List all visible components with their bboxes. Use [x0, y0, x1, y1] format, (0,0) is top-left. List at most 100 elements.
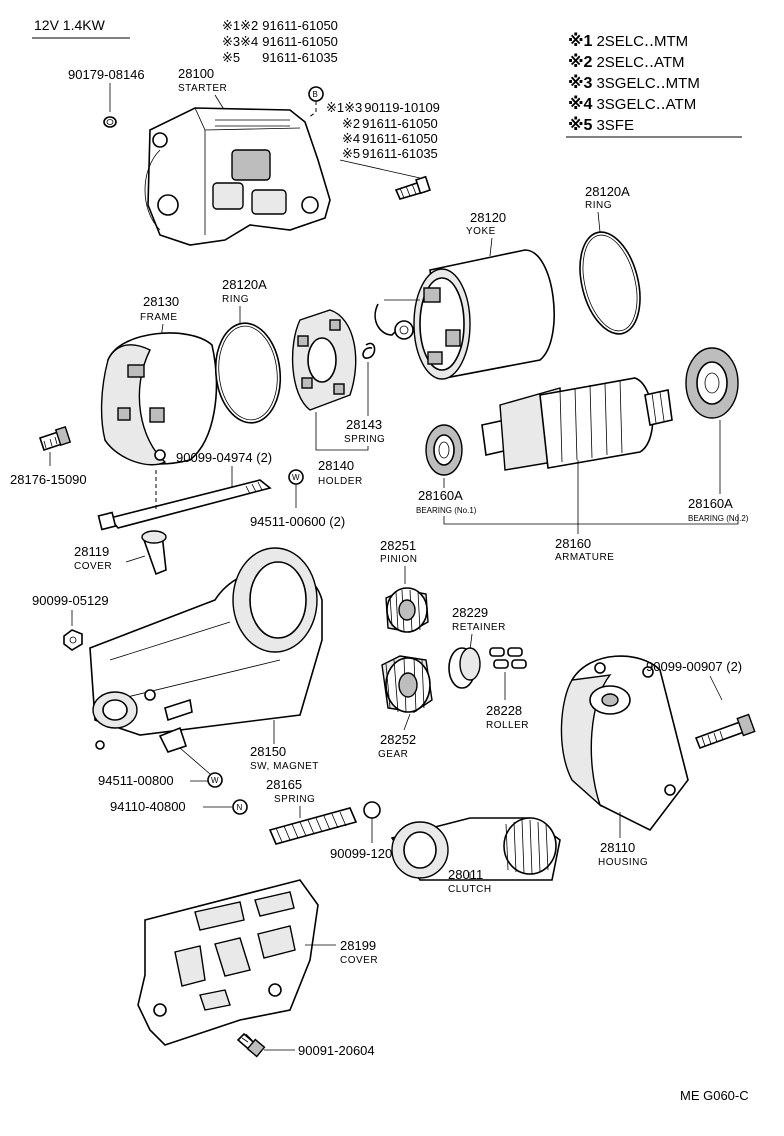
label-28150-name: SW, MAGNET	[250, 761, 319, 772]
label-28011-number: 28011	[448, 867, 483, 882]
housing-part	[560, 655, 689, 832]
leader-28140-bracket	[315, 412, 369, 451]
b-marker-text: B	[313, 90, 318, 99]
label-28160A-right-number: 28160A	[688, 496, 733, 511]
label-28011-name: CLUTCH	[448, 884, 492, 895]
armature-part	[481, 377, 673, 471]
label-94110-40800: 94110-40800	[110, 799, 186, 814]
nut-90099-05129-part	[63, 629, 83, 651]
label-28199-number: 28199	[340, 938, 376, 953]
n-marker-circle	[232, 799, 248, 815]
label-28228-name: ROLLER	[486, 720, 529, 731]
n-marker-text: N	[237, 803, 243, 812]
label-28120A-top-number: 28120A	[585, 184, 630, 199]
rollers-part	[489, 647, 527, 669]
spring-28143-part	[362, 342, 376, 359]
yoke-part	[374, 249, 555, 380]
label-28229-number: 28229	[452, 605, 488, 620]
magnet-switch-part	[89, 547, 323, 753]
label-28140-number: 28140	[318, 458, 354, 473]
label-90099-04974: 90099-04974 (2)	[176, 450, 272, 465]
label-28110-number: 28110	[600, 840, 635, 855]
clutch-part	[390, 817, 561, 881]
ball-90099-12009-part	[363, 801, 381, 819]
ring-28120A-mid-part	[214, 322, 282, 424]
label-28119-name: COVER	[74, 561, 112, 572]
leader-bearing-bracket	[443, 514, 739, 525]
bearing-no2-part	[685, 347, 739, 419]
long-bolt-part	[97, 479, 272, 531]
leader-28252	[403, 713, 411, 731]
leader-28120	[489, 237, 493, 257]
label-94511-00600: 94511-00600 (2)	[250, 514, 345, 529]
label-28165-number: 28165	[266, 777, 302, 792]
label-28143-number: 28143	[346, 417, 382, 432]
label-90179-08146: 90179-08146	[68, 67, 145, 82]
label-28251-name: PINION	[380, 554, 417, 565]
label-90091-20604: 90091-20604	[298, 1043, 375, 1058]
cover-28119-part	[141, 530, 167, 576]
label-90099-12009: 90099-12009	[330, 846, 407, 861]
label-28120-name: YOKE	[466, 226, 496, 237]
label-90099-00907: 90099-00907 (2)	[646, 659, 742, 674]
leader-w2-to-part	[179, 747, 211, 775]
frame-part	[100, 332, 218, 466]
footer-code: ME G060-C	[680, 1088, 749, 1103]
label-28110-name: HOUSING	[598, 857, 648, 868]
leader-28120A-top	[597, 211, 601, 233]
label-28160A-left-name: BEARING (No.1)	[416, 506, 477, 515]
ring-28120A-top-inner	[582, 234, 638, 332]
starter-assembly-drawing	[144, 107, 331, 246]
label-28120A-mid-number: 28120A	[222, 277, 267, 292]
ring-28120A-mid-inner	[218, 325, 278, 421]
label-28120A-top-name: RING	[585, 200, 612, 211]
b-marker-dash	[307, 101, 317, 119]
label-28130-number: 28130	[143, 294, 179, 309]
leader-b-bolt	[339, 159, 421, 179]
label-94511-00800: 94511-00800	[98, 773, 174, 788]
gear-part	[381, 655, 433, 713]
label-28150-number: 28150	[250, 744, 286, 759]
label-28199-name: COVER	[340, 955, 378, 966]
w-marker-1-text: W	[292, 473, 300, 482]
label-28160A-left-number: 28160A	[418, 488, 463, 503]
label-28100-name: STARTER	[178, 83, 227, 94]
label-28165-name: SPRING	[274, 794, 315, 805]
leader-28119	[125, 555, 146, 563]
w-marker-2-text: W	[211, 776, 219, 785]
w-marker-2-circle	[207, 772, 223, 788]
cover-28199-part	[137, 879, 319, 1046]
clip-90179-part	[103, 116, 117, 128]
label-28160-name: ARMATURE	[555, 552, 614, 563]
pinion-part	[385, 587, 429, 633]
label-28252-name: GEAR	[378, 749, 408, 760]
label-28140-name: HOLDER	[318, 476, 363, 487]
label-28252-number: 28252	[380, 732, 416, 747]
header-title: 12V 1.4KW	[34, 17, 106, 33]
label-90099-05129: 90099-05129	[32, 593, 109, 608]
bearing-no1-part	[425, 424, 463, 476]
bolt-90091-20604-part	[236, 1032, 266, 1058]
label-28119-number: 28119	[74, 544, 109, 559]
top-bolt-part	[394, 175, 431, 200]
label-28160A-right-name: BEARING (No.2)	[688, 514, 749, 523]
label-28229-name: RETAINER	[452, 622, 506, 633]
label-28160-number: 28160	[555, 536, 591, 551]
retainer-part	[448, 647, 481, 689]
